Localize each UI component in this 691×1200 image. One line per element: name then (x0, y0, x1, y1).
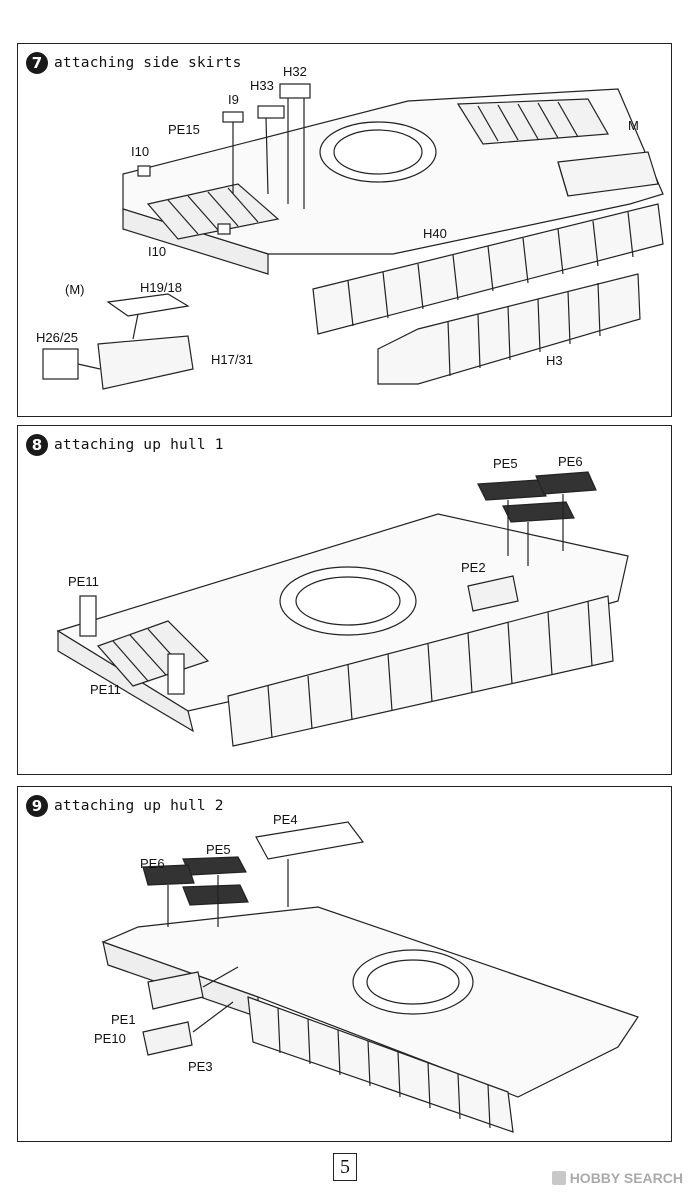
label-pe4: PE4 (273, 812, 298, 827)
label-pe10: PE10 (94, 1031, 126, 1046)
step-9-panel: 9 attaching up hull 2 PE4 PE6 PE5 PE1 PE… (17, 786, 672, 1142)
turret-ring (279, 566, 417, 636)
side-skirt (247, 996, 514, 1133)
label-h3: H3 (546, 353, 563, 368)
page-number: 5 (333, 1153, 357, 1181)
label-pe5: PE5 (206, 842, 231, 857)
pe4-part (255, 821, 365, 860)
watermark: HOBBY SEARCH (551, 1170, 683, 1186)
step-8-panel: 8 attaching up hull 1 PE5 PE6 PE2 PE11 P… (17, 425, 672, 775)
label-h26: H26/25 (36, 330, 78, 345)
inset-h19 (106, 293, 190, 317)
label-m: M (628, 118, 639, 133)
step-7-number: 7 (26, 52, 48, 74)
label-i10-top: I10 (131, 144, 150, 159)
step-9-title: attaching up hull 2 (54, 798, 224, 814)
pe6-grille (535, 471, 597, 495)
step-8-header: 8 attaching up hull 1 (26, 434, 224, 456)
hull-front-face (122, 208, 269, 275)
step-9-number: 9 (26, 795, 48, 817)
pe5-grille (182, 856, 247, 876)
side-skirt (227, 595, 614, 747)
label-i10-bottom: I10 (148, 244, 167, 259)
label-pe5: PE5 (493, 456, 518, 471)
label-h40: H40 (423, 226, 447, 241)
turret-ring (319, 121, 437, 183)
step-7-panel: 7 attaching side skirts (17, 43, 672, 417)
label-pe3: PE3 (188, 1059, 213, 1074)
watermark-text: HOBBY SEARCH (569, 1170, 683, 1186)
label-pe1: PE1 (111, 1012, 136, 1027)
label-inset-m: (M) (65, 282, 85, 297)
turret-ring (352, 949, 474, 1015)
side-skirt-h40 (312, 203, 664, 335)
step-7-drawing (42, 83, 664, 390)
label-h32: H32 (283, 64, 307, 79)
label-pe6: PE6 (558, 454, 583, 469)
label-i9: I9 (228, 92, 239, 107)
label-pe15: PE15 (168, 122, 200, 137)
inset-h17 (97, 335, 194, 390)
label-h33: H33 (250, 78, 274, 93)
pe5-grille (477, 479, 547, 501)
pe6-grille (142, 864, 195, 886)
pe5-grille-2 (182, 884, 249, 906)
step-8-drawing (56, 471, 629, 747)
watermark-logo-icon (551, 1171, 566, 1185)
label-pe6: PE6 (140, 856, 165, 871)
label-h17: H17/31 (211, 352, 253, 367)
step-9-header: 9 attaching up hull 2 (26, 795, 224, 817)
label-h19: H19/18 (140, 280, 182, 295)
step-7-header: 7 attaching side skirts (26, 52, 242, 74)
step-8-number: 8 (26, 434, 48, 456)
label-pe2: PE2 (461, 560, 486, 575)
label-pe11-bottom: PE11 (90, 682, 121, 697)
label-pe11-top: PE11 (68, 574, 99, 589)
step-9-drawing (101, 821, 639, 1133)
step-8-title: attaching up hull 1 (54, 437, 224, 453)
step-7-title: attaching side skirts (54, 55, 242, 71)
